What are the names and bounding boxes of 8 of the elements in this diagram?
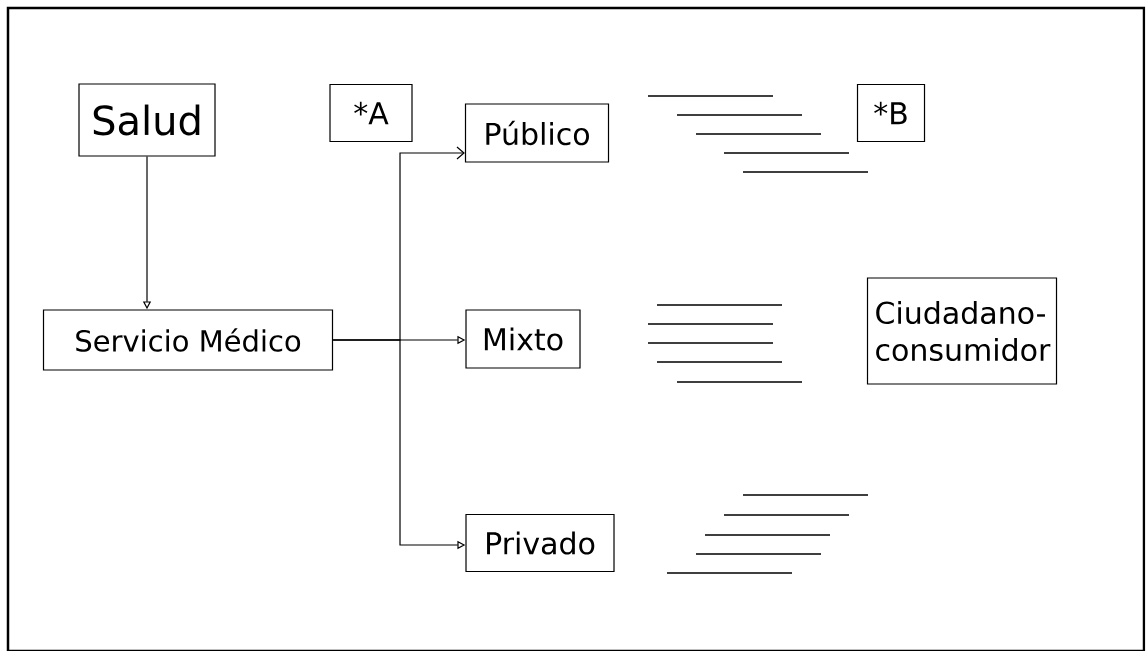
text-box: Público	[464, 103, 610, 163]
text-box: Servicio Médico	[42, 309, 334, 371]
text-box: Privado	[465, 513, 615, 573]
text-box: *B	[856, 83, 926, 143]
text-box: Ciudadano-consumidor	[866, 277, 1058, 385]
text-box: Mixto	[465, 309, 581, 369]
text-box: *A	[329, 83, 413, 143]
text-box: Salud	[78, 83, 216, 157]
